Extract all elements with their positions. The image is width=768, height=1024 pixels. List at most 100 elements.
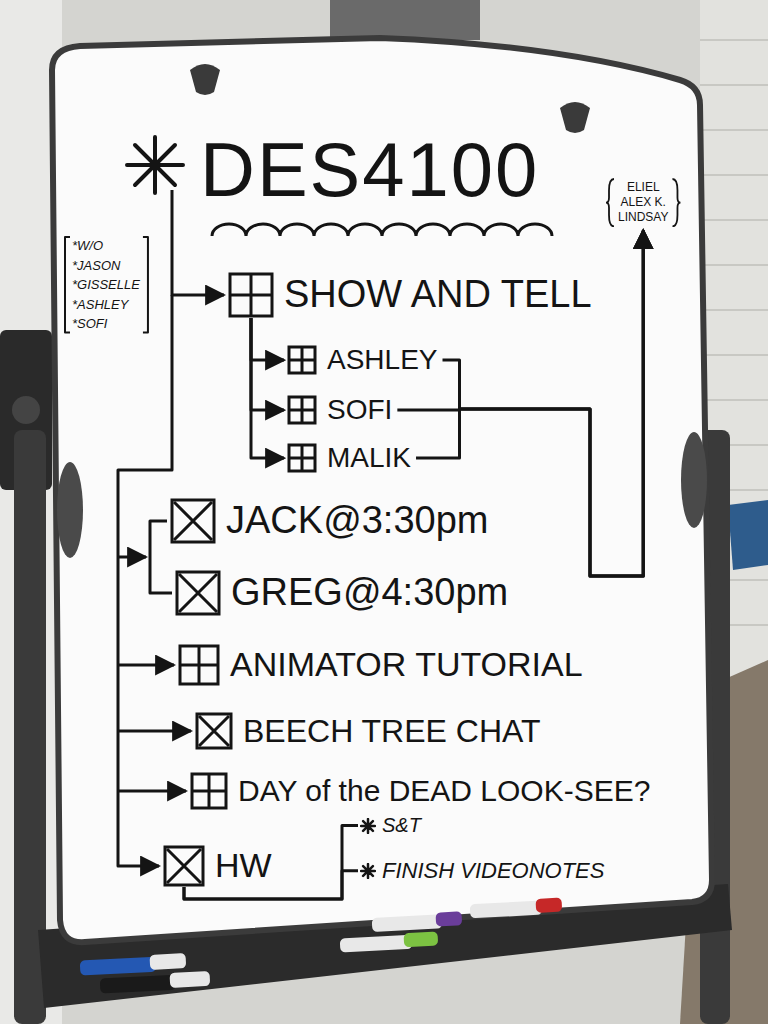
box-mark	[290, 446, 314, 470]
agenda-item: ANIMATOR TUTORIAL	[178, 644, 583, 686]
box-mark	[193, 775, 225, 807]
marker-green	[340, 935, 413, 953]
blue-bin	[728, 500, 768, 570]
star-stroke	[361, 864, 375, 878]
trunk-branch	[118, 790, 186, 793]
agenda-item: S&T	[360, 814, 421, 837]
whiteboard	[52, 38, 712, 942]
checked-box	[175, 570, 221, 616]
note-bracket	[65, 237, 148, 333]
box-outline	[165, 847, 203, 885]
marker-cap	[170, 971, 211, 988]
box-outline	[177, 572, 219, 614]
box-outline	[192, 774, 226, 808]
asterisk-symbol	[127, 137, 183, 193]
agenda-item: HW	[163, 845, 272, 887]
marker-cap	[435, 911, 462, 926]
trunk-branch	[118, 556, 146, 559]
bullet-star	[360, 863, 376, 879]
agenda-item: DAY of the DEAD LOOK-SEE?	[190, 772, 650, 810]
agenda-item: FINISH VIDEONOTES	[360, 858, 604, 883]
connector	[251, 318, 284, 360]
box-mark	[179, 574, 217, 612]
box-outline	[289, 347, 315, 373]
box-mark	[174, 502, 212, 540]
board-title: DES4100	[200, 132, 539, 208]
trunk-branch	[118, 664, 174, 667]
open-box	[287, 395, 317, 425]
agenda-item: SOFI	[287, 394, 392, 426]
agenda-item: SHOW AND TELL	[228, 272, 592, 318]
board-clamp	[57, 462, 83, 558]
box-outline	[289, 397, 315, 423]
note-label: *GISSELLE	[72, 275, 140, 295]
open-box	[287, 443, 317, 473]
box-outline	[180, 646, 218, 684]
marker-cap	[404, 932, 439, 948]
item-label: HW	[215, 846, 272, 885]
open-box	[228, 272, 274, 318]
item-label: ANIMATOR TUTORIAL	[230, 645, 583, 684]
magnet	[190, 64, 220, 95]
item-label: DAY of the DEAD LOOK-SEE?	[238, 774, 650, 809]
note-name: ALEX K.	[621, 196, 666, 210]
checked-box	[163, 845, 205, 887]
agenda-item: ASHLEY	[287, 344, 438, 376]
box-outline	[230, 274, 272, 316]
agenda-item: MALIK	[287, 442, 411, 474]
bracket-note: ELIELALEX K.LINDSAY	[605, 178, 681, 227]
box-mark	[199, 716, 229, 746]
box-mark	[167, 849, 201, 883]
note-name: ELIEL	[627, 181, 660, 195]
box-outline	[197, 714, 231, 748]
box-mark	[290, 348, 314, 372]
door-frame	[330, 0, 480, 40]
box-outline	[289, 445, 315, 471]
marker-black	[100, 975, 177, 994]
speaker-cone	[12, 396, 40, 424]
item-label: ASHLEY	[327, 344, 438, 376]
trunk-line	[118, 295, 172, 866]
agenda-item: JACK@3:30pm	[170, 498, 488, 544]
open-box	[178, 644, 220, 686]
item-label: MALIK	[327, 442, 411, 474]
item-label: GREG@4:30pm	[231, 571, 508, 615]
magnet	[560, 102, 590, 133]
checked-box	[170, 498, 216, 544]
box-mark	[181, 647, 217, 683]
marker-red	[470, 901, 543, 919]
note-label: *SOFI	[72, 314, 140, 334]
side-note: *W/O*JASON*GISSELLE*ASHLEY*SOFI	[72, 236, 140, 334]
item-label: JACK@3:30pm	[226, 499, 488, 543]
note-name: LINDSAY	[618, 211, 668, 225]
note-label: *W/O	[72, 236, 140, 256]
checked-box	[195, 712, 233, 750]
item-label: BEECH TREE CHAT	[243, 713, 541, 750]
group-bracket	[150, 521, 172, 593]
bullet-star	[360, 818, 376, 834]
trunk-branch	[118, 730, 191, 733]
box-outline	[172, 500, 214, 542]
star-stroke	[361, 819, 375, 833]
agenda-item: GREG@4:30pm	[175, 570, 508, 616]
note-label: *ASHLEY	[72, 295, 140, 315]
marker-purple	[372, 914, 443, 932]
item-label: FINISH VIDEONOTES	[382, 858, 604, 883]
item-label: S&T	[382, 814, 421, 837]
agenda-item: BEECH TREE CHAT	[195, 712, 541, 750]
marker-cap	[536, 898, 563, 913]
open-box	[287, 345, 317, 375]
board-clamp	[681, 432, 707, 528]
title-underline	[212, 224, 552, 236]
box-mark	[231, 275, 271, 315]
connector	[251, 318, 284, 410]
box-mark	[290, 398, 314, 422]
connector	[184, 826, 358, 900]
item-label: SHOW AND TELL	[284, 273, 592, 317]
item-label: SOFI	[327, 394, 392, 426]
open-box	[190, 772, 228, 810]
marker-cap	[150, 953, 187, 970]
marker-blue	[80, 957, 157, 976]
